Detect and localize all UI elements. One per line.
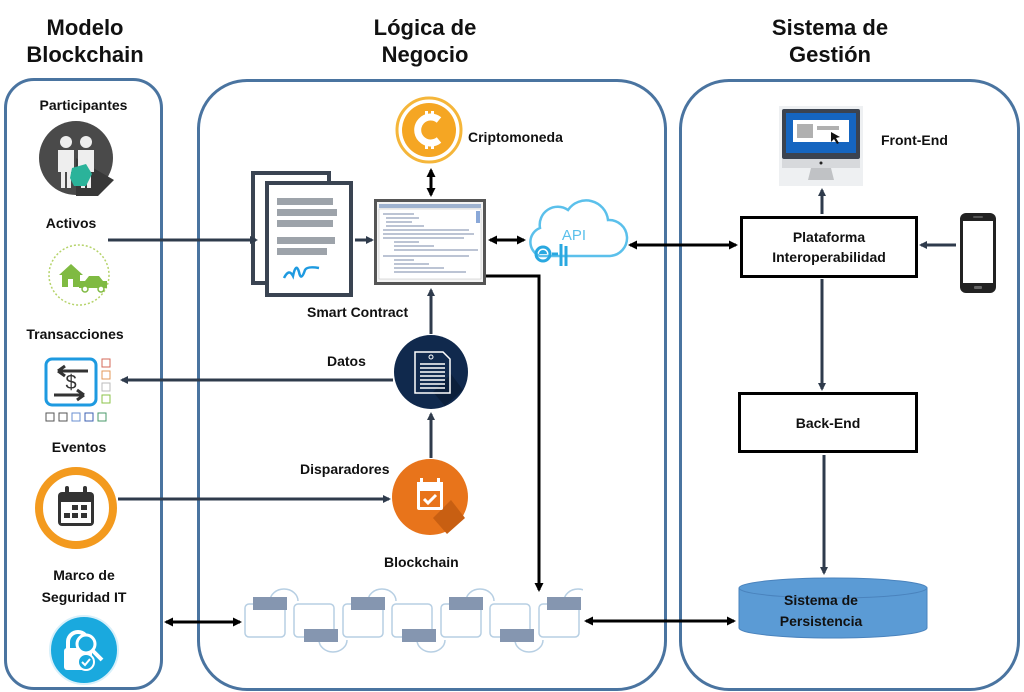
label-line: Persistencia [779,613,863,629]
events-label: Eventos [51,439,107,455]
blockchain-model-title: Modelo Blockchain [0,14,170,68]
management-system-title: Sistema de Gestión [730,14,930,68]
transactions-dollar-icon: $ [40,355,116,427]
chain-block [440,588,495,638]
title-line: Sistema de [771,15,889,40]
cryptocurrency-label: Criptomoneda [468,129,563,145]
data-label: Datos [327,353,366,369]
title-line: Gestión [789,42,871,67]
calendar-icon [34,466,118,550]
svg-text:$: $ [65,372,76,394]
title-line: Negocio [381,42,469,67]
chain-block [342,588,397,638]
api-cloud-icon: API [520,196,630,274]
security-lock-search-icon [48,614,120,686]
assets-house-car-icon [47,243,111,307]
label-line: Seguridad IT [41,589,127,605]
contract-document-icon [250,170,354,298]
back-end-box[interactable]: Back-End [738,392,918,453]
interoperability-platform-box[interactable]: Plataforma Interoperabilidad [740,216,918,278]
chain-blocks-icon [243,584,593,654]
box-label-line: Plataforma [792,229,866,245]
smart-contract-code-window[interactable] [374,199,486,285]
business-logic-title: Lógica de Negocio [330,14,520,68]
front-end-label: Front-End [881,132,948,148]
chain-block [391,603,446,653]
chain-block [244,588,299,638]
persistence-label: Sistema de Persistencia [738,590,904,632]
monitor-icon [779,106,863,186]
coin-icon [395,96,463,164]
persistence-database[interactable]: Sistema de Persistencia [738,576,928,640]
triggers-label: Disparadores [300,461,390,477]
chain-block [293,603,348,653]
participants-label: Participantes [39,97,128,113]
smartphone-icon [958,212,998,294]
chain-block [489,603,544,653]
label-line: Marco de [53,567,115,583]
box-label: Back-End [795,414,861,431]
title-line: Lógica de [373,15,477,40]
label-line: Sistema de [784,592,858,608]
transactions-label: Transacciones [26,326,124,342]
calendar-check-icon [391,458,469,536]
smart-contract-label: Smart Contract [307,304,409,320]
participants-icon [38,120,114,196]
blockchain-label: Blockchain [384,554,459,570]
security-framework-label: Marco de Seguridad IT [4,564,164,608]
assets-label: Activos [45,215,97,231]
title-line: Modelo [46,15,124,40]
chain-block [538,588,593,638]
data-document-icon [393,334,469,410]
title-line: Blockchain [26,42,144,67]
api-text: API [562,227,586,244]
box-label-line: Interoperabilidad [772,249,886,265]
